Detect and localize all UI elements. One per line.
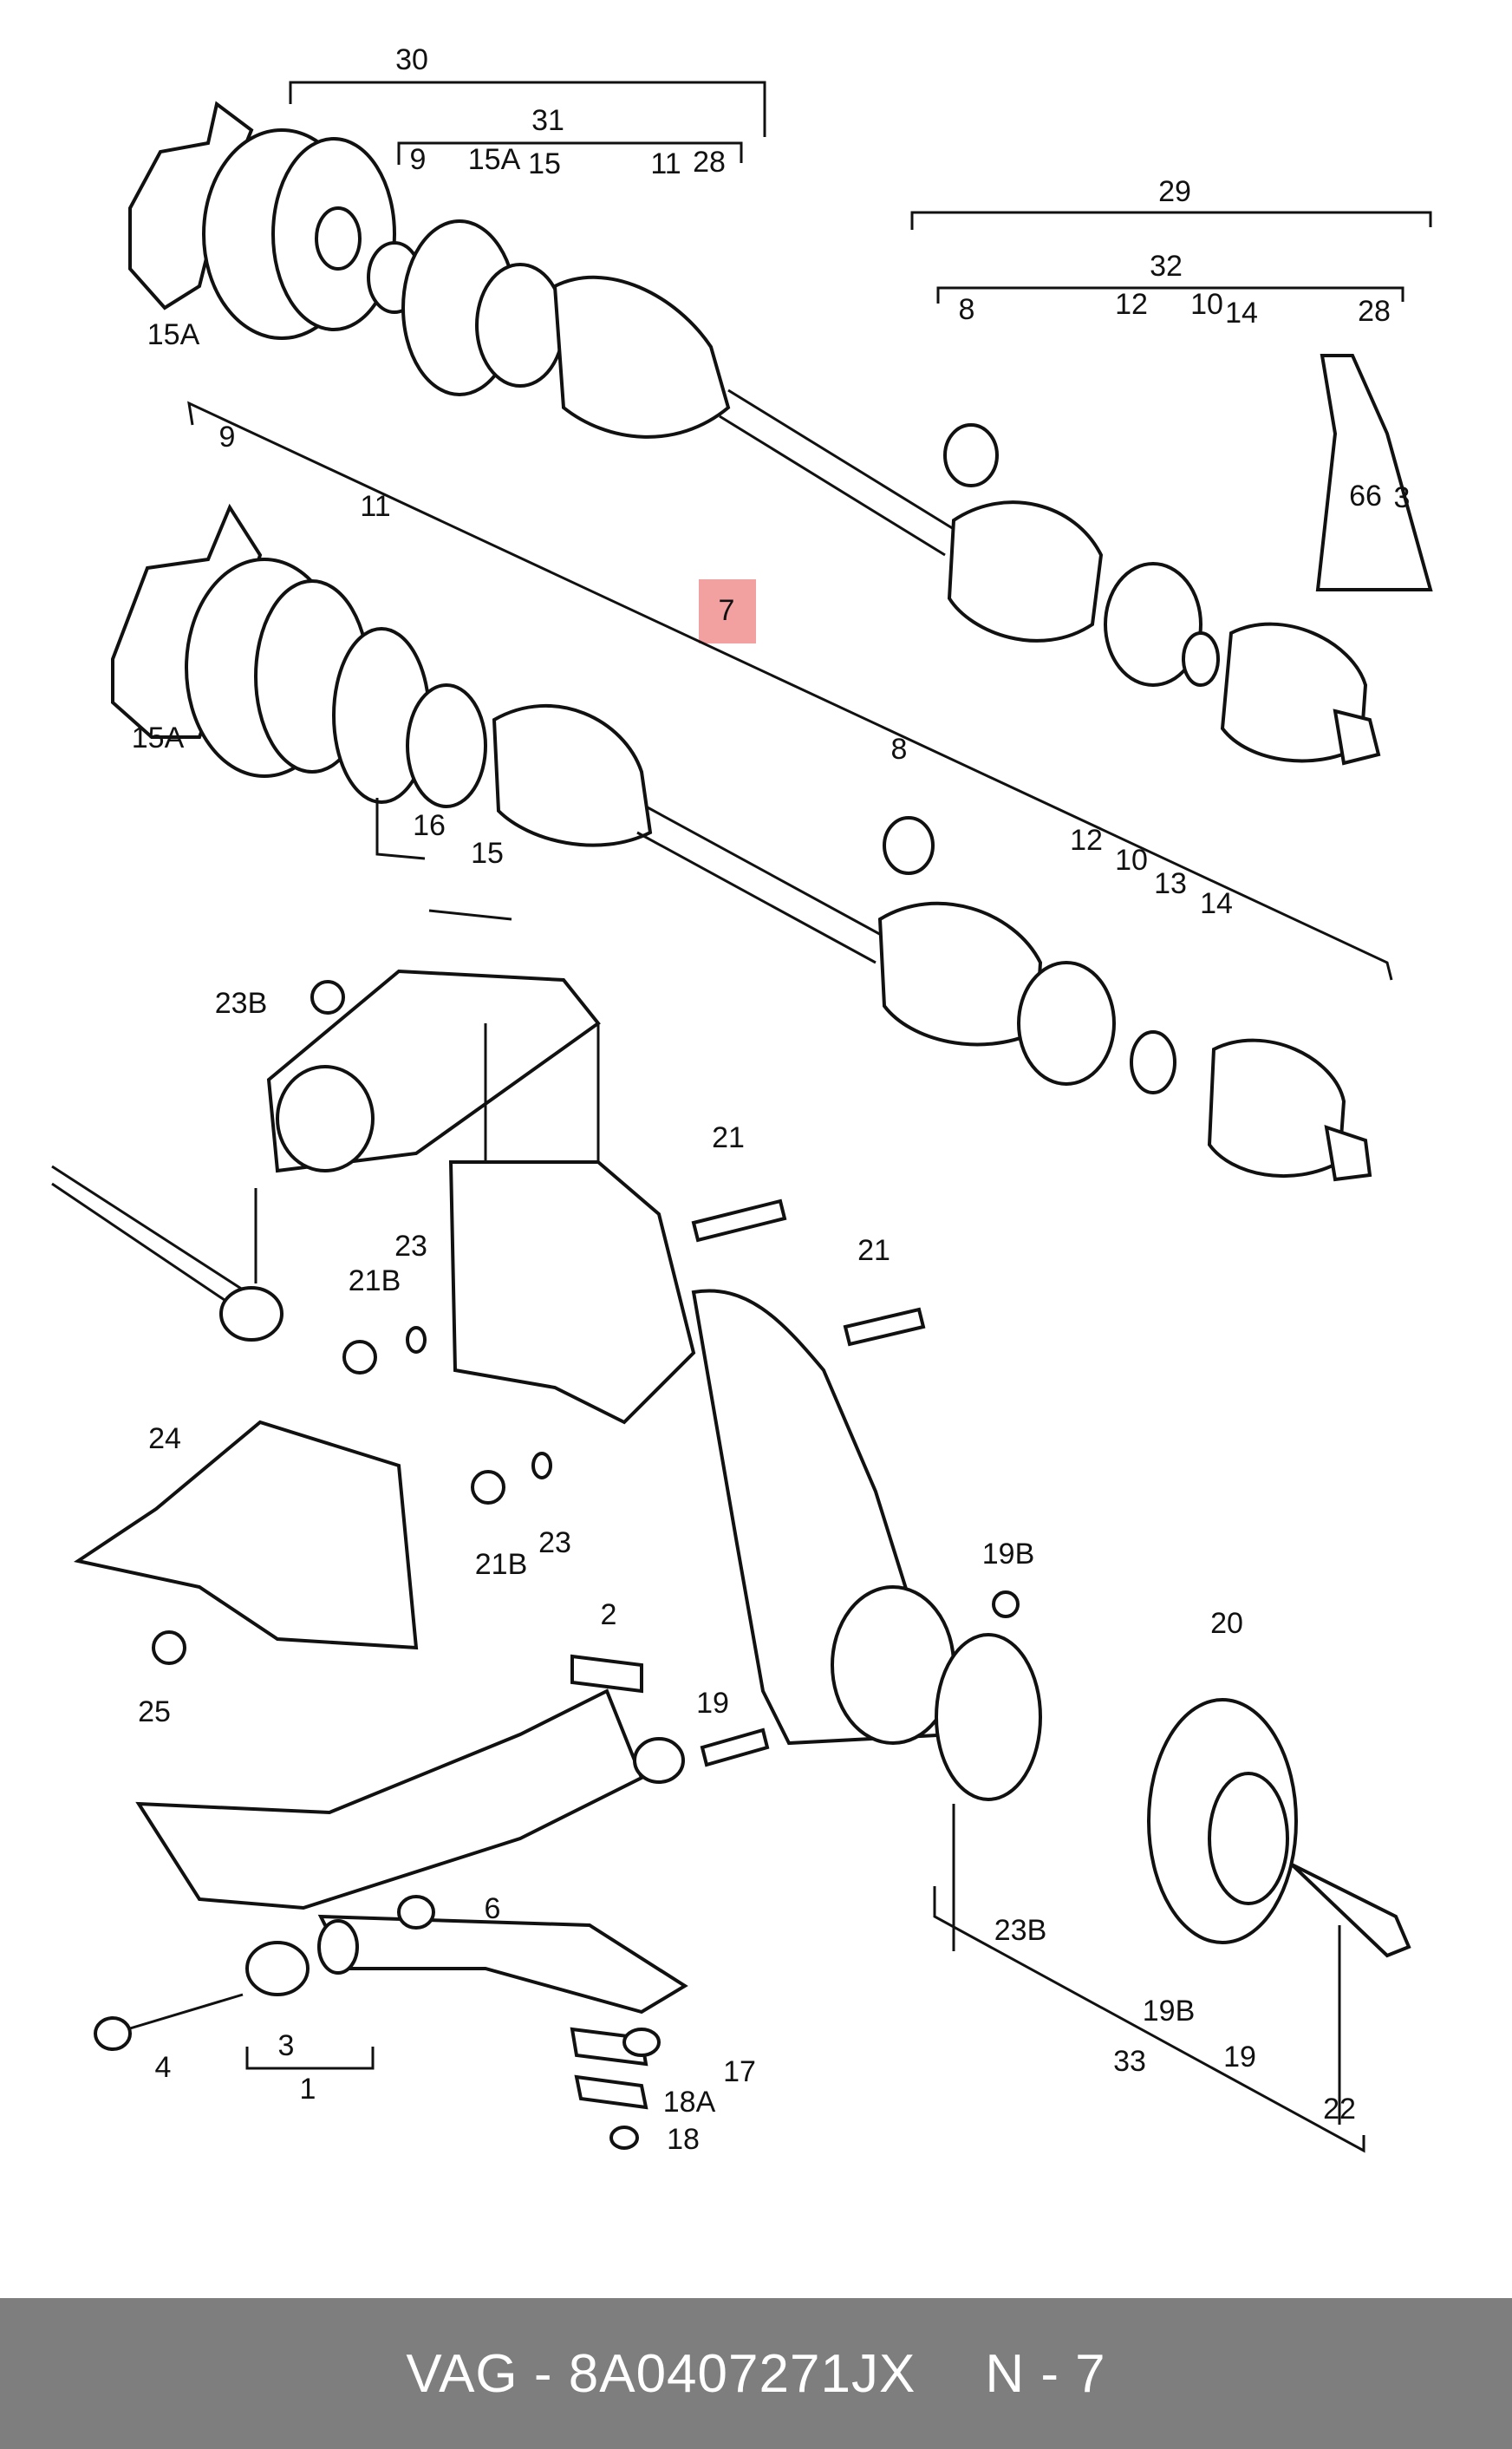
- callout-c18: 18: [667, 2123, 700, 2156]
- callout-c8b: 8: [891, 733, 908, 766]
- callout-c21b: 21: [857, 1234, 890, 1267]
- footer-bar: VAG - 8A0407271JX N - 7: [0, 2298, 1512, 2449]
- callout-c10a: 10: [1190, 288, 1223, 321]
- callout-c23b: 23: [538, 1526, 571, 1559]
- callout-c16: 16: [413, 809, 446, 842]
- callout-c19Ba: 19B: [982, 1538, 1035, 1571]
- callout-c11b: 11: [360, 490, 390, 523]
- callout-c13: 13: [1154, 867, 1187, 900]
- callout-c19b: 19: [1223, 2041, 1256, 2073]
- callout-c17: 17: [723, 2055, 756, 2088]
- callout-c32: 32: [1150, 250, 1183, 283]
- callout-7-highlight: [699, 579, 756, 643]
- callout-c10b: 10: [1115, 844, 1148, 877]
- callout-c14b: 14: [1200, 887, 1233, 920]
- page-reference-text: N - 7: [985, 2343, 1106, 2404]
- callout-c25: 25: [138, 1695, 171, 1728]
- callout-c8a: 8: [959, 293, 975, 326]
- upper-drive-shaft-assembly: [128, 81, 1433, 766]
- callout-c12a: 12: [1115, 288, 1148, 321]
- callout-c19a: 19: [696, 1687, 729, 1720]
- callout-c2: 2: [601, 1598, 617, 1631]
- lower-drive-shaft-assembly: [111, 401, 1393, 1182]
- callout-c21Ba: 21B: [349, 1264, 401, 1297]
- callout-c23Ba: 23B: [215, 987, 268, 1020]
- callout-c7: 7: [719, 594, 735, 627]
- callout-c1: 1: [300, 2073, 316, 2106]
- callout-c11a: 11: [650, 147, 681, 180]
- callout-c66: 66: [1349, 480, 1382, 513]
- callout-c4: 4: [155, 2051, 172, 2084]
- callout-c29: 29: [1158, 175, 1191, 208]
- callout-c21a: 21: [712, 1121, 745, 1154]
- callout-c12b: 12: [1070, 824, 1103, 857]
- callout-c28b: 28: [1358, 295, 1391, 328]
- callout-c15a: 15: [528, 147, 561, 180]
- callout-c15Aa: 15A: [468, 143, 521, 176]
- callout-c24: 24: [148, 1422, 181, 1455]
- callout-c22: 22: [1323, 2093, 1356, 2126]
- callout-c30: 30: [395, 43, 428, 76]
- callout-c28a: 28: [693, 146, 726, 179]
- strut-and-knuckle-assembly: [51, 969, 1411, 2153]
- callout-c33: 33: [1113, 2045, 1146, 2078]
- callout-c6: 6: [485, 1892, 501, 1925]
- callout-c31: 31: [531, 104, 564, 137]
- callout-c9a: 9: [410, 143, 427, 176]
- callout-c9b: 9: [219, 421, 236, 454]
- callout-c15b: 15: [471, 837, 504, 870]
- callout-c15Ab: 15A: [147, 318, 200, 351]
- callout-c21Bb: 21B: [475, 1548, 528, 1581]
- callout-c15Ac: 15A: [132, 722, 185, 754]
- callout-c23a: 23: [394, 1230, 427, 1263]
- callout-c3b: 3: [278, 2029, 295, 2062]
- callout-c14a: 14: [1225, 297, 1258, 330]
- callout-c18A: 18A: [663, 2086, 716, 2119]
- callout-c19Bb: 19B: [1143, 1995, 1196, 2028]
- callout-c20: 20: [1210, 1607, 1243, 1640]
- callout-c3: 3: [1394, 481, 1411, 514]
- callout-c23Bb: 23B: [994, 1914, 1047, 1947]
- part-number-text: VAG - 8A0407271JX: [406, 2343, 916, 2404]
